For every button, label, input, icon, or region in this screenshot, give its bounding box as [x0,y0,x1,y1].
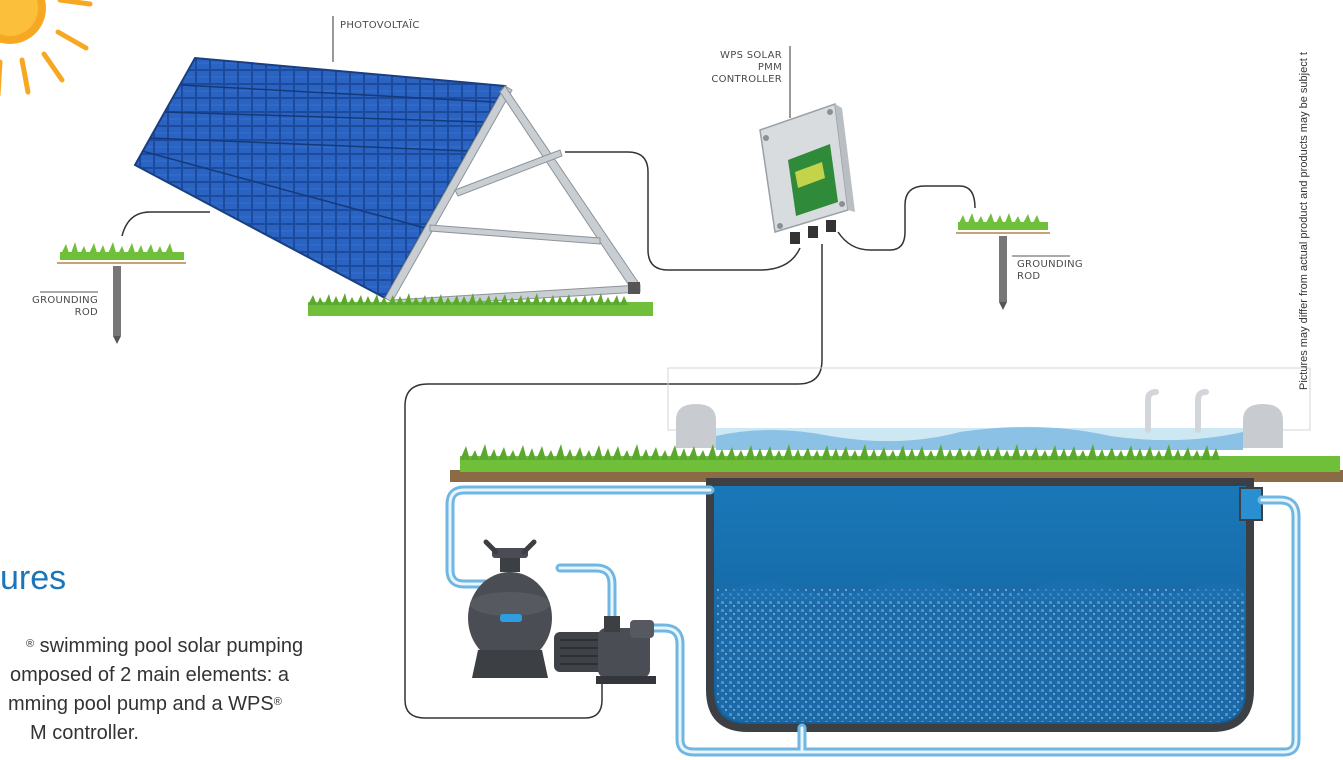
grounding-rod-right [956,213,1070,310]
registered-mark: ® [26,638,35,650]
pmm-controller-icon [759,102,855,244]
grass-strip [308,293,653,316]
controller-label: WPS SOLAR PMM CONTROLLER [711,50,782,85]
pool-pump-icon [554,616,656,684]
grass-deck [460,444,1340,472]
sand-filter-icon [468,539,552,678]
sun-icon [0,0,93,97]
disclaimer-note: Pictures may differ from actual product … [1298,52,1310,390]
section-description: ® swimming pool solar pumping omposed of… [8,635,304,744]
solar-panel [133,56,641,308]
grounding-rod-left [40,211,210,344]
grounding-rod-right-label: GROUNDING ROD [1017,259,1083,282]
section-heading: ures [0,559,67,597]
pool-basin [706,478,1254,732]
grounding-rod-left-label: GROUNDING ROD [32,295,98,318]
photovoltaic-label: PHOTOVOLTAÏC [340,20,420,31]
pool-coping [676,404,1283,450]
